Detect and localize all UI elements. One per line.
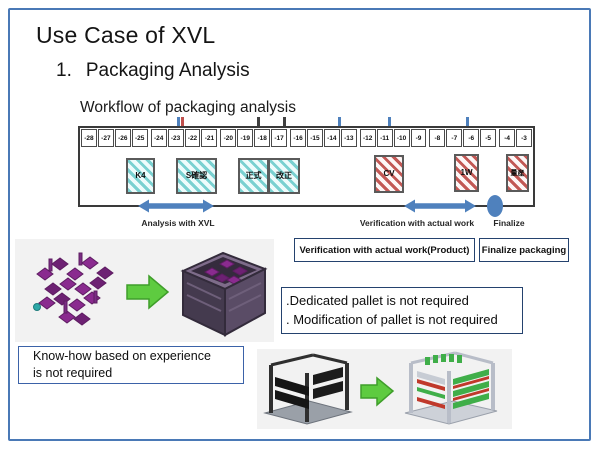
list-item-label: Packaging Analysis [85,60,250,81]
week-cell: -4 [499,129,516,147]
workflow-heading: Workflow of packaging analysis [80,99,296,116]
phase-label-finalize: Finalize [493,218,525,228]
milestone-tick [177,117,180,126]
week-cell: -8 [429,129,446,147]
pallet-note-line2: . Modification of pallet is not required [286,311,498,327]
week-cell: -9 [410,129,427,147]
milestone-kaisei: 改正 [268,158,300,194]
phase-label-verification: Verification with actual work [359,218,475,228]
oval-marker-icon [487,195,503,217]
week-cell: -28 [81,129,97,147]
list-number: 1. [56,60,72,81]
week-cell: -13 [340,129,357,147]
green-right-arrow-icon [360,376,395,407]
week-cell: -10 [393,129,410,147]
milestone-seishiki: 正式 [238,158,269,194]
knowhow-note-box: Know-how based on experience is not requ… [18,346,244,384]
week-cell: -19 [237,129,254,147]
week-cell: -17 [271,129,288,147]
week-cell: -23 [167,129,184,147]
milestone-ryosan: 量産 [506,154,529,192]
week-cell: -6 [463,129,480,147]
finalize-packaging-box: Finalize packaging [479,238,569,262]
milestone-k4: K4 [126,158,155,194]
week-cell: -16 [290,129,306,147]
milestone-tick [338,117,341,126]
week-cell: -3 [516,129,532,147]
parts-to-crate-illustration [33,251,268,337]
week-cell: -14 [323,129,340,147]
pallet-note-box: .Dedicated pallet is not required . Modi… [281,287,523,334]
milestone-s-kakunin: S確認 [176,158,217,194]
week-cell: -22 [184,129,201,147]
double-arrow-icon [404,199,476,213]
page-title: Use Case of XVL [36,22,216,48]
week-cell: -25 [131,129,148,147]
week-cell: -11 [376,129,393,147]
verification-box: Verification with actual work(Product) [294,238,475,262]
milestone-tick [466,117,469,126]
milestone-1w: 1W [454,154,479,192]
week-cell: -24 [150,129,167,147]
purple-parts-cluster-icon [33,252,114,326]
pallet-note-line1: .Dedicated pallet is not required [286,292,469,308]
milestone-tick [181,117,184,126]
week-cell: -20 [220,129,237,147]
milestone-tick [257,117,260,126]
purple-crate-icon [180,251,268,337]
milestone-cv: CV [374,155,404,193]
timeline-week-row: -28-27-26-25-24-23-22-21-20-19-18-17-16-… [81,129,532,147]
milestone-tick [388,117,391,126]
week-cell: -5 [480,129,497,147]
parts-packaging-image [15,239,274,342]
pallet-rack-image [257,349,512,429]
week-cell: -12 [359,129,376,147]
finished-rack-icon [404,351,498,425]
dark-rack-icon [263,353,353,425]
week-cell: -15 [306,129,323,147]
green-right-arrow-icon [126,274,170,310]
week-cell: -26 [114,129,131,147]
week-cell: -7 [446,129,463,147]
phase-label-analysis: Analysis with XVL [141,218,215,228]
knowhow-line2: is not required [33,366,113,380]
rack-before-after-illustration [263,351,498,425]
workflow-timeline: -28-27-26-25-24-23-22-21-20-19-18-17-16-… [78,126,535,207]
week-cell: -18 [254,129,271,147]
week-cell: -21 [201,129,218,147]
double-arrow-icon [138,199,214,213]
knowhow-line1: Know-how based on experience [33,349,211,364]
week-cell: -27 [97,129,114,147]
list-item-packaging-analysis: 1. Packaging Analysis [56,60,250,82]
milestone-tick [283,117,286,126]
